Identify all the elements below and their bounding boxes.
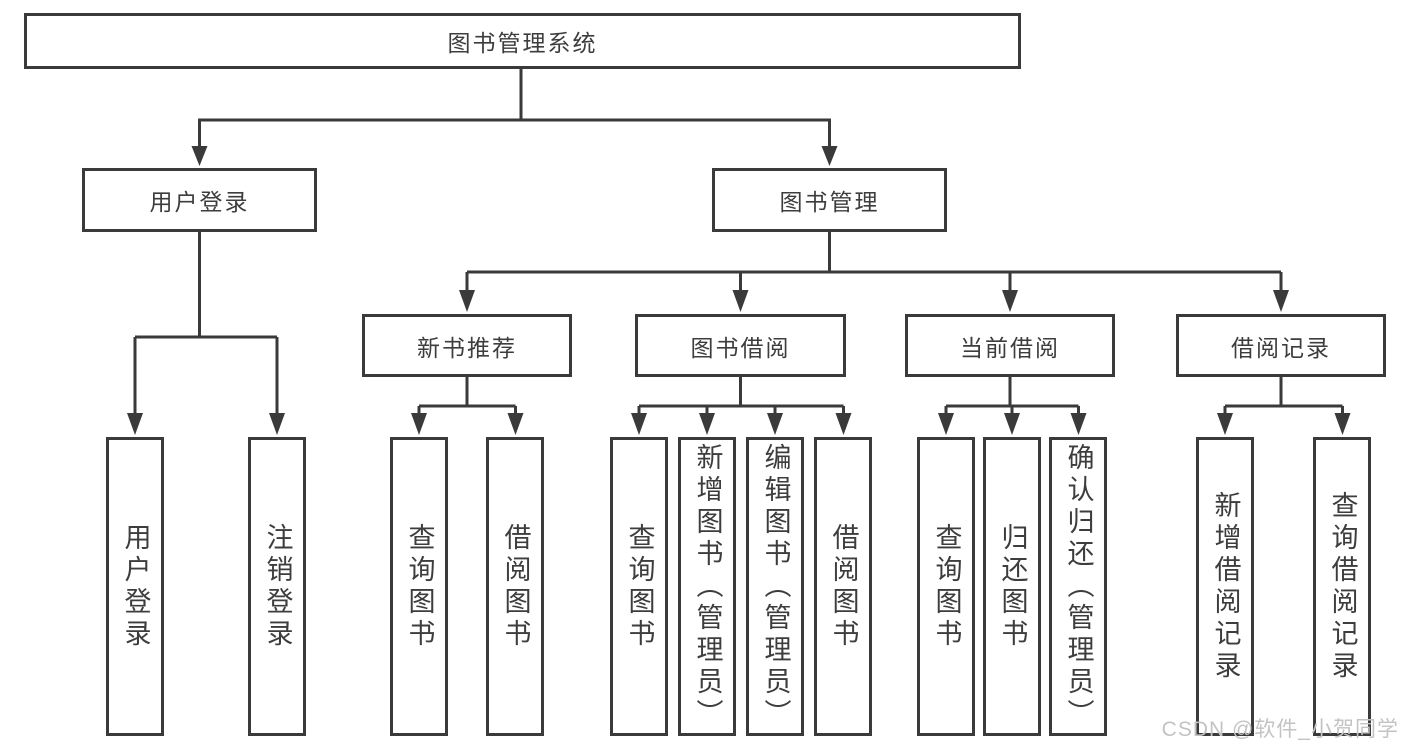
node-user-login: 用户登录	[82, 168, 317, 232]
leaf-edit-books-admin: 编辑图书（管理员）	[746, 437, 804, 736]
leaf-add-books-admin: 新增图书（管理员）	[678, 437, 736, 736]
node-book-borrow: 图书借阅	[635, 314, 846, 377]
leaf-logout: 注销登录	[248, 437, 306, 736]
leaf-add-borrow-record: 新增借阅记录	[1196, 437, 1254, 736]
leaf-query-books: 查询图书	[917, 437, 975, 736]
leaf-query-books: 查询图书	[390, 437, 448, 736]
csdn-watermark: CSDN @软件_小贺同学	[1161, 718, 1399, 741]
node-new-book-recommend: 新书推荐	[362, 314, 572, 377]
leaf-return-books: 归还图书	[983, 437, 1041, 736]
leaf-borrow-books: 借阅图书	[486, 437, 544, 736]
leaf-query-borrow-record: 查询借阅记录	[1313, 437, 1371, 736]
leaf-confirm-return-admin: 确认归还（管理员）	[1049, 437, 1107, 736]
node-current-borrow: 当前借阅	[905, 314, 1115, 377]
leaf-user-login: 用户登录	[106, 437, 164, 736]
leaf-borrow-books: 借阅图书	[814, 437, 872, 736]
node-book-management: 图书管理	[712, 168, 947, 232]
leaf-query-books: 查询图书	[610, 437, 668, 736]
node-borrow-records: 借阅记录	[1176, 314, 1386, 377]
node-root-library-management-system: 图书管理系统	[24, 13, 1021, 69]
